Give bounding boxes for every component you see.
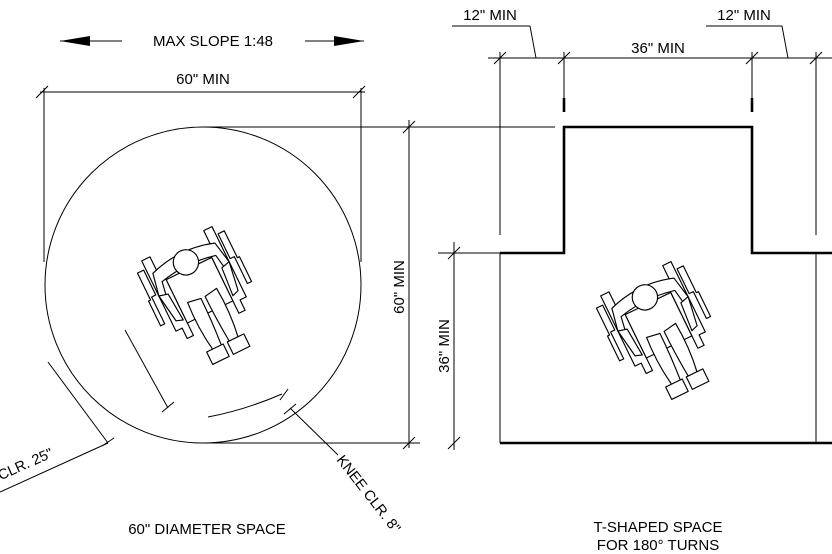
t-right-arm-label: 12" MIN (717, 7, 771, 24)
t-top-dimension (452, 25, 832, 235)
circle-width-dimension (35, 85, 366, 262)
toe-clearance-leader (0, 361, 115, 493)
t-left-arm-label: 12" MIN (463, 7, 517, 24)
circle-width-label: 60" MIN (176, 71, 230, 88)
t-caption-line2: FOR 180° TURNS (597, 537, 719, 554)
knee-clearance-leader (283, 403, 339, 456)
circle-height-dimension (203, 120, 555, 450)
toe-clearance-label: TOE CLR. 25" (0, 446, 56, 498)
knee-clearance-arc (207, 393, 283, 418)
toe-clearance-line (124, 329, 169, 409)
t-shape-outline (500, 125, 832, 255)
max-slope-arrow (60, 36, 364, 46)
knee-clearance-label: KNEE CLR. 8" (333, 453, 403, 537)
circle-caption: 60" DIAMETER SPACE (128, 521, 286, 538)
wheelchair-user-icon (589, 255, 737, 414)
wheelchair-user-icon (130, 220, 278, 379)
circle-height-label: 60" MIN (391, 260, 408, 314)
t-stem-width-label: 36" MIN (631, 40, 685, 57)
max-slope-label: MAX SLOPE 1:48 (153, 33, 273, 50)
t-arm-depth-dimension (438, 242, 500, 450)
t-caption-line1: T-SHAPED SPACE (594, 519, 723, 536)
t-arm-depth-label: 36" MIN (436, 319, 453, 373)
